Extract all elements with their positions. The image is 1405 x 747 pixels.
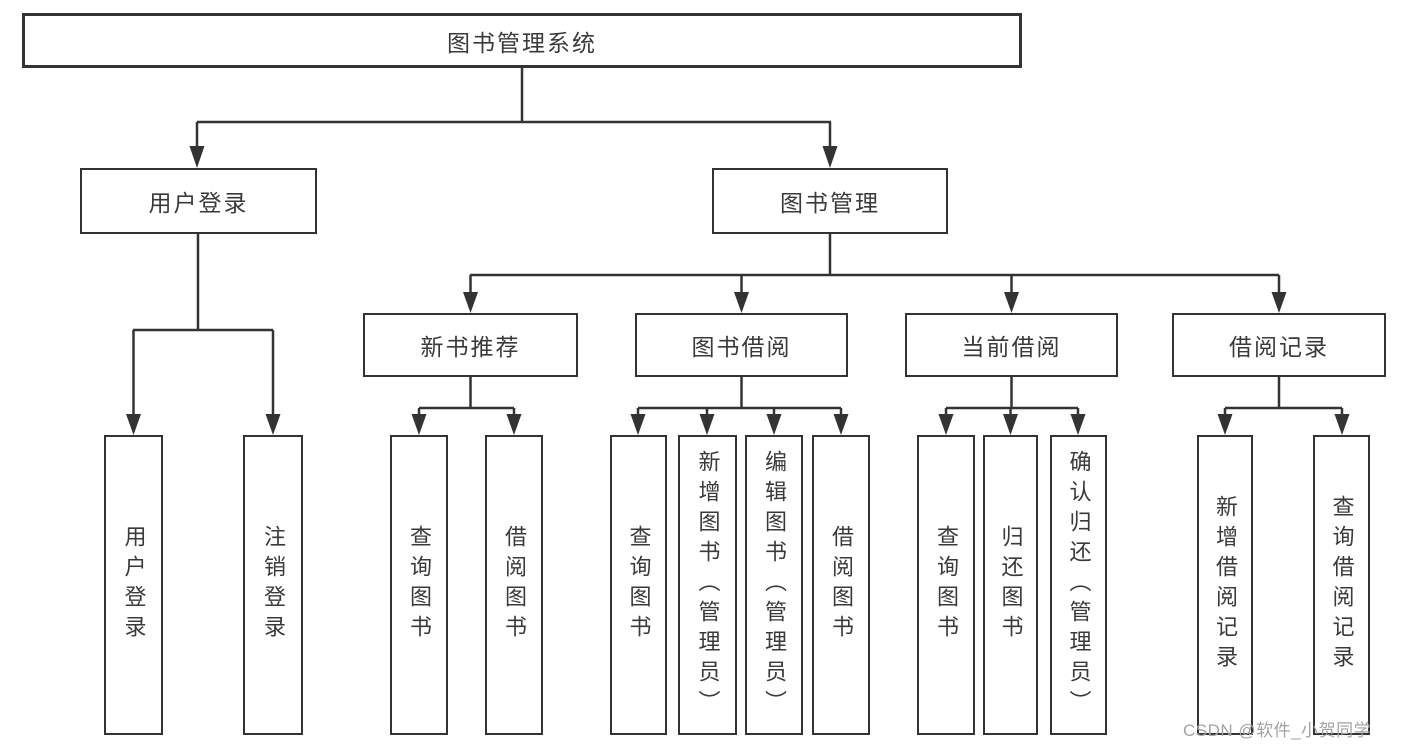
leaf-query-borrow-record: 查询借阅记录 — [1313, 435, 1370, 735]
leaf-label: 查询图书 — [407, 525, 432, 645]
leaf-label: 编辑图书（管理员） — [762, 450, 787, 720]
node-book-borrowing: 图书借阅 — [635, 313, 848, 377]
leaf-edit-books-admin: 编辑图书（管理员） — [745, 435, 803, 735]
node-label: 借阅记录 — [1229, 334, 1329, 360]
leaf-add-borrow-record: 新增借阅记录 — [1197, 435, 1253, 735]
leaf-label: 借阅图书 — [502, 525, 527, 645]
leaf-query-books-recommend: 查询图书 — [390, 435, 448, 735]
node-book-management: 图书管理 — [712, 168, 948, 234]
leaf-label: 新增借阅记录 — [1213, 495, 1238, 675]
node-current-borrowing: 当前借阅 — [905, 313, 1118, 377]
node-label: 用户登录 — [148, 190, 249, 216]
node-label: 新书推荐 — [420, 334, 521, 360]
csdn-watermark: CSDN @软件_小贺同学 — [1183, 721, 1372, 740]
leaf-user-login: 用户登录 — [104, 435, 163, 735]
leaf-confirm-return-admin: 确认归还（管理员） — [1050, 435, 1107, 735]
arrowhead-icons — [126, 146, 1350, 435]
leaf-label: 用户登录 — [121, 525, 147, 645]
leaf-label: 新增图书（管理员） — [695, 450, 721, 720]
node-new-book-recommend: 新书推荐 — [363, 313, 578, 377]
leaf-label: 查询图书 — [626, 525, 652, 645]
leaf-label: 注销登录 — [261, 525, 286, 645]
leaf-return-books: 归还图书 — [983, 435, 1038, 735]
leaf-query-books-current: 查询图书 — [917, 435, 975, 735]
node-user-login: 用户登录 — [80, 168, 317, 234]
node-label: 当前借阅 — [961, 334, 1062, 360]
node-borrowing-records: 借阅记录 — [1172, 313, 1386, 377]
node-library-management-system: 图书管理系统 — [22, 13, 1022, 68]
node-label: 图书管理系统 — [447, 29, 597, 56]
leaf-query-books-borrowing: 查询图书 — [610, 435, 667, 735]
leaf-add-books-admin: 新增图书（管理员） — [678, 435, 737, 735]
leaf-borrow-books: 借阅图书 — [812, 435, 870, 735]
leaf-label: 归还图书 — [998, 525, 1024, 645]
node-label: 图书借阅 — [691, 334, 792, 360]
leaf-label: 确认归还（管理员） — [1066, 450, 1092, 720]
leaf-label: 借阅图书 — [829, 525, 854, 645]
leaf-label: 查询图书 — [934, 525, 959, 645]
node-label: 图书管理 — [780, 190, 880, 216]
leaf-logout: 注销登录 — [243, 435, 303, 735]
leaf-borrow-books-recommend: 借阅图书 — [485, 435, 543, 735]
leaf-label: 查询借阅记录 — [1329, 495, 1355, 675]
